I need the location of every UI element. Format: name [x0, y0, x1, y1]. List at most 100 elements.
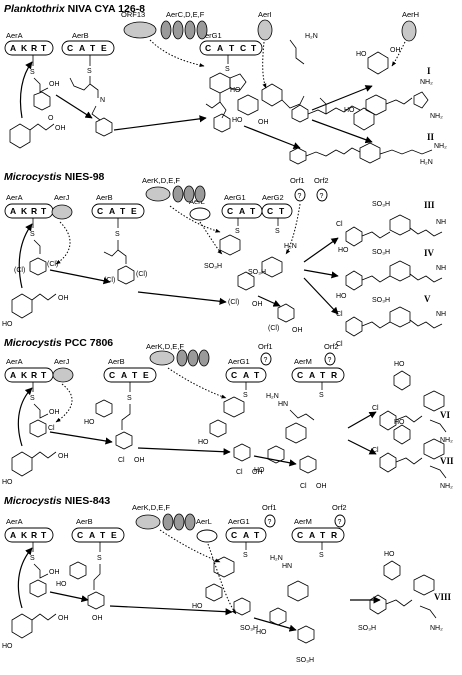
svg-text:Cl: Cl — [372, 405, 379, 412]
domain-letter: A — [10, 43, 17, 53]
domain-letter: E — [101, 43, 107, 53]
gene-label: Orf2 — [332, 503, 347, 512]
transfer-arrow — [137, 291, 227, 305]
svg-text:HO: HO — [198, 439, 209, 446]
gene-label: AerL — [189, 197, 205, 206]
section-nies-843: Microcystis NIES-843 AerA AerB AerK,D,E,… — [2, 495, 452, 664]
tailoring-arrow — [149, 39, 205, 68]
domain-letter: K — [21, 370, 28, 380]
aeri-ellipse — [257, 19, 273, 41]
aerl-ellipse — [196, 529, 218, 543]
domain-letter: A — [10, 530, 17, 540]
domain-letter: R — [31, 206, 38, 216]
svg-text:NH₂: NH₂ — [430, 625, 443, 632]
svg-text:O: O — [48, 115, 54, 122]
gene-label: ORF13 — [121, 10, 145, 19]
transfer-arrow — [257, 295, 281, 307]
gene-label: Orf2 — [324, 342, 339, 351]
domain-letter: T — [132, 370, 138, 380]
gene-label: AerK,D,E,F — [146, 342, 184, 351]
loading-arrow — [19, 61, 33, 119]
product-arrow — [347, 439, 377, 455]
domain-letter: T — [229, 43, 235, 53]
svg-text:S: S — [87, 68, 92, 75]
section-planktothrix: Planktothrix NIVA CYA 126-8 AerA AerB OR… — [4, 3, 447, 166]
transfer-arrow — [109, 605, 233, 616]
svg-text:HO: HO — [384, 551, 395, 558]
module-aera: A K R T — [4, 40, 54, 56]
domain-letter: T — [254, 530, 260, 540]
module-aerb: C A T E — [103, 367, 157, 383]
orf2-unknown: ? — [316, 188, 328, 202]
domain-letter: T — [279, 206, 285, 216]
domain-letter: A — [109, 206, 116, 216]
svg-text:OH: OH — [252, 301, 263, 308]
domain-letter: R — [31, 370, 38, 380]
svg-text:NH₂: NH₂ — [430, 113, 443, 120]
svg-text:HO: HO — [84, 419, 95, 426]
svg-text:Cl: Cl — [300, 483, 307, 490]
svg-text:H₂N: H₂N — [266, 393, 279, 400]
tailoring-arrow — [159, 529, 221, 563]
section-title: Microcystis PCC 7806 — [4, 337, 113, 349]
svg-text:HN: HN — [282, 563, 292, 570]
product-structure-v: SO₃H Cl Cl NH — [336, 297, 446, 348]
module-aerb: C A T E — [91, 203, 145, 219]
domain-letter: E — [131, 206, 137, 216]
product-label: VII — [440, 456, 454, 466]
domain-letter: C — [231, 370, 238, 380]
module-aerg1: C A T — [225, 367, 267, 383]
svg-text:(Cl): (Cl) — [228, 299, 239, 306]
svg-text:HO: HO — [2, 479, 13, 486]
svg-text:(Cl): (Cl) — [136, 271, 147, 278]
domain-letter: C — [67, 43, 74, 53]
svg-text:HO: HO — [344, 107, 355, 114]
svg-text:HO: HO — [2, 643, 13, 650]
gene-label: Orf1 — [290, 176, 305, 185]
domain-letter: E — [111, 530, 117, 540]
aera-tethered-intermediate: S OH Cl — [29, 382, 60, 438]
svg-text:HO: HO — [192, 603, 203, 610]
svg-text:HO: HO — [230, 87, 241, 94]
domain-letter: C — [297, 370, 304, 380]
svg-text:(Cl): (Cl) — [14, 267, 25, 274]
svg-text:S: S — [30, 231, 35, 238]
aerh-ellipse — [401, 20, 417, 42]
transfer-arrow — [49, 269, 111, 285]
svg-text:Cl: Cl — [336, 221, 343, 228]
gene-label: AerA — [6, 357, 23, 366]
domain-letter: C — [205, 43, 212, 53]
orf13-and-aercdef-ellipses — [123, 20, 208, 40]
phenylpyruvate-structure: O OH — [9, 115, 66, 149]
domain-letter: R — [331, 530, 338, 540]
domain-letter: E — [143, 370, 149, 380]
svg-text:S: S — [243, 392, 248, 399]
svg-text:HO: HO — [338, 247, 349, 254]
aerg1-tethered-intermediate: S — [205, 55, 247, 133]
orf1-unknown: ? — [260, 352, 272, 366]
svg-text:Cl: Cl — [236, 469, 243, 476]
product-label: II — [427, 132, 435, 142]
gene-label: AerA — [6, 517, 23, 526]
orf1-unknown: ? — [294, 188, 306, 202]
product-structure-iv: SO₃H HO NH — [336, 249, 446, 300]
domain-letter: T — [41, 206, 47, 216]
section-title: Microcystis NIES-843 — [4, 495, 110, 507]
tailoring-arrow — [391, 41, 406, 67]
domain-letter: C — [297, 530, 304, 540]
aerkdef-ellipses — [145, 185, 206, 203]
svg-text:SO₃H: SO₃H — [296, 657, 314, 664]
svg-text:(Cl): (Cl) — [268, 325, 279, 332]
svg-text:OH: OH — [49, 569, 60, 576]
svg-text:HO: HO — [394, 419, 405, 426]
product-structure-i: HO OH NH₂ NH₂ — [291, 47, 443, 123]
module-aerb: C A T E — [61, 40, 115, 56]
svg-text:HO: HO — [394, 361, 405, 368]
aerj-ellipse — [51, 204, 73, 220]
product-label: VIII — [434, 592, 452, 602]
domain-letter: T — [320, 530, 326, 540]
svg-text:SO₃H: SO₃H — [248, 269, 266, 276]
svg-text:S: S — [30, 395, 35, 402]
gene-label: AerM — [294, 517, 312, 526]
